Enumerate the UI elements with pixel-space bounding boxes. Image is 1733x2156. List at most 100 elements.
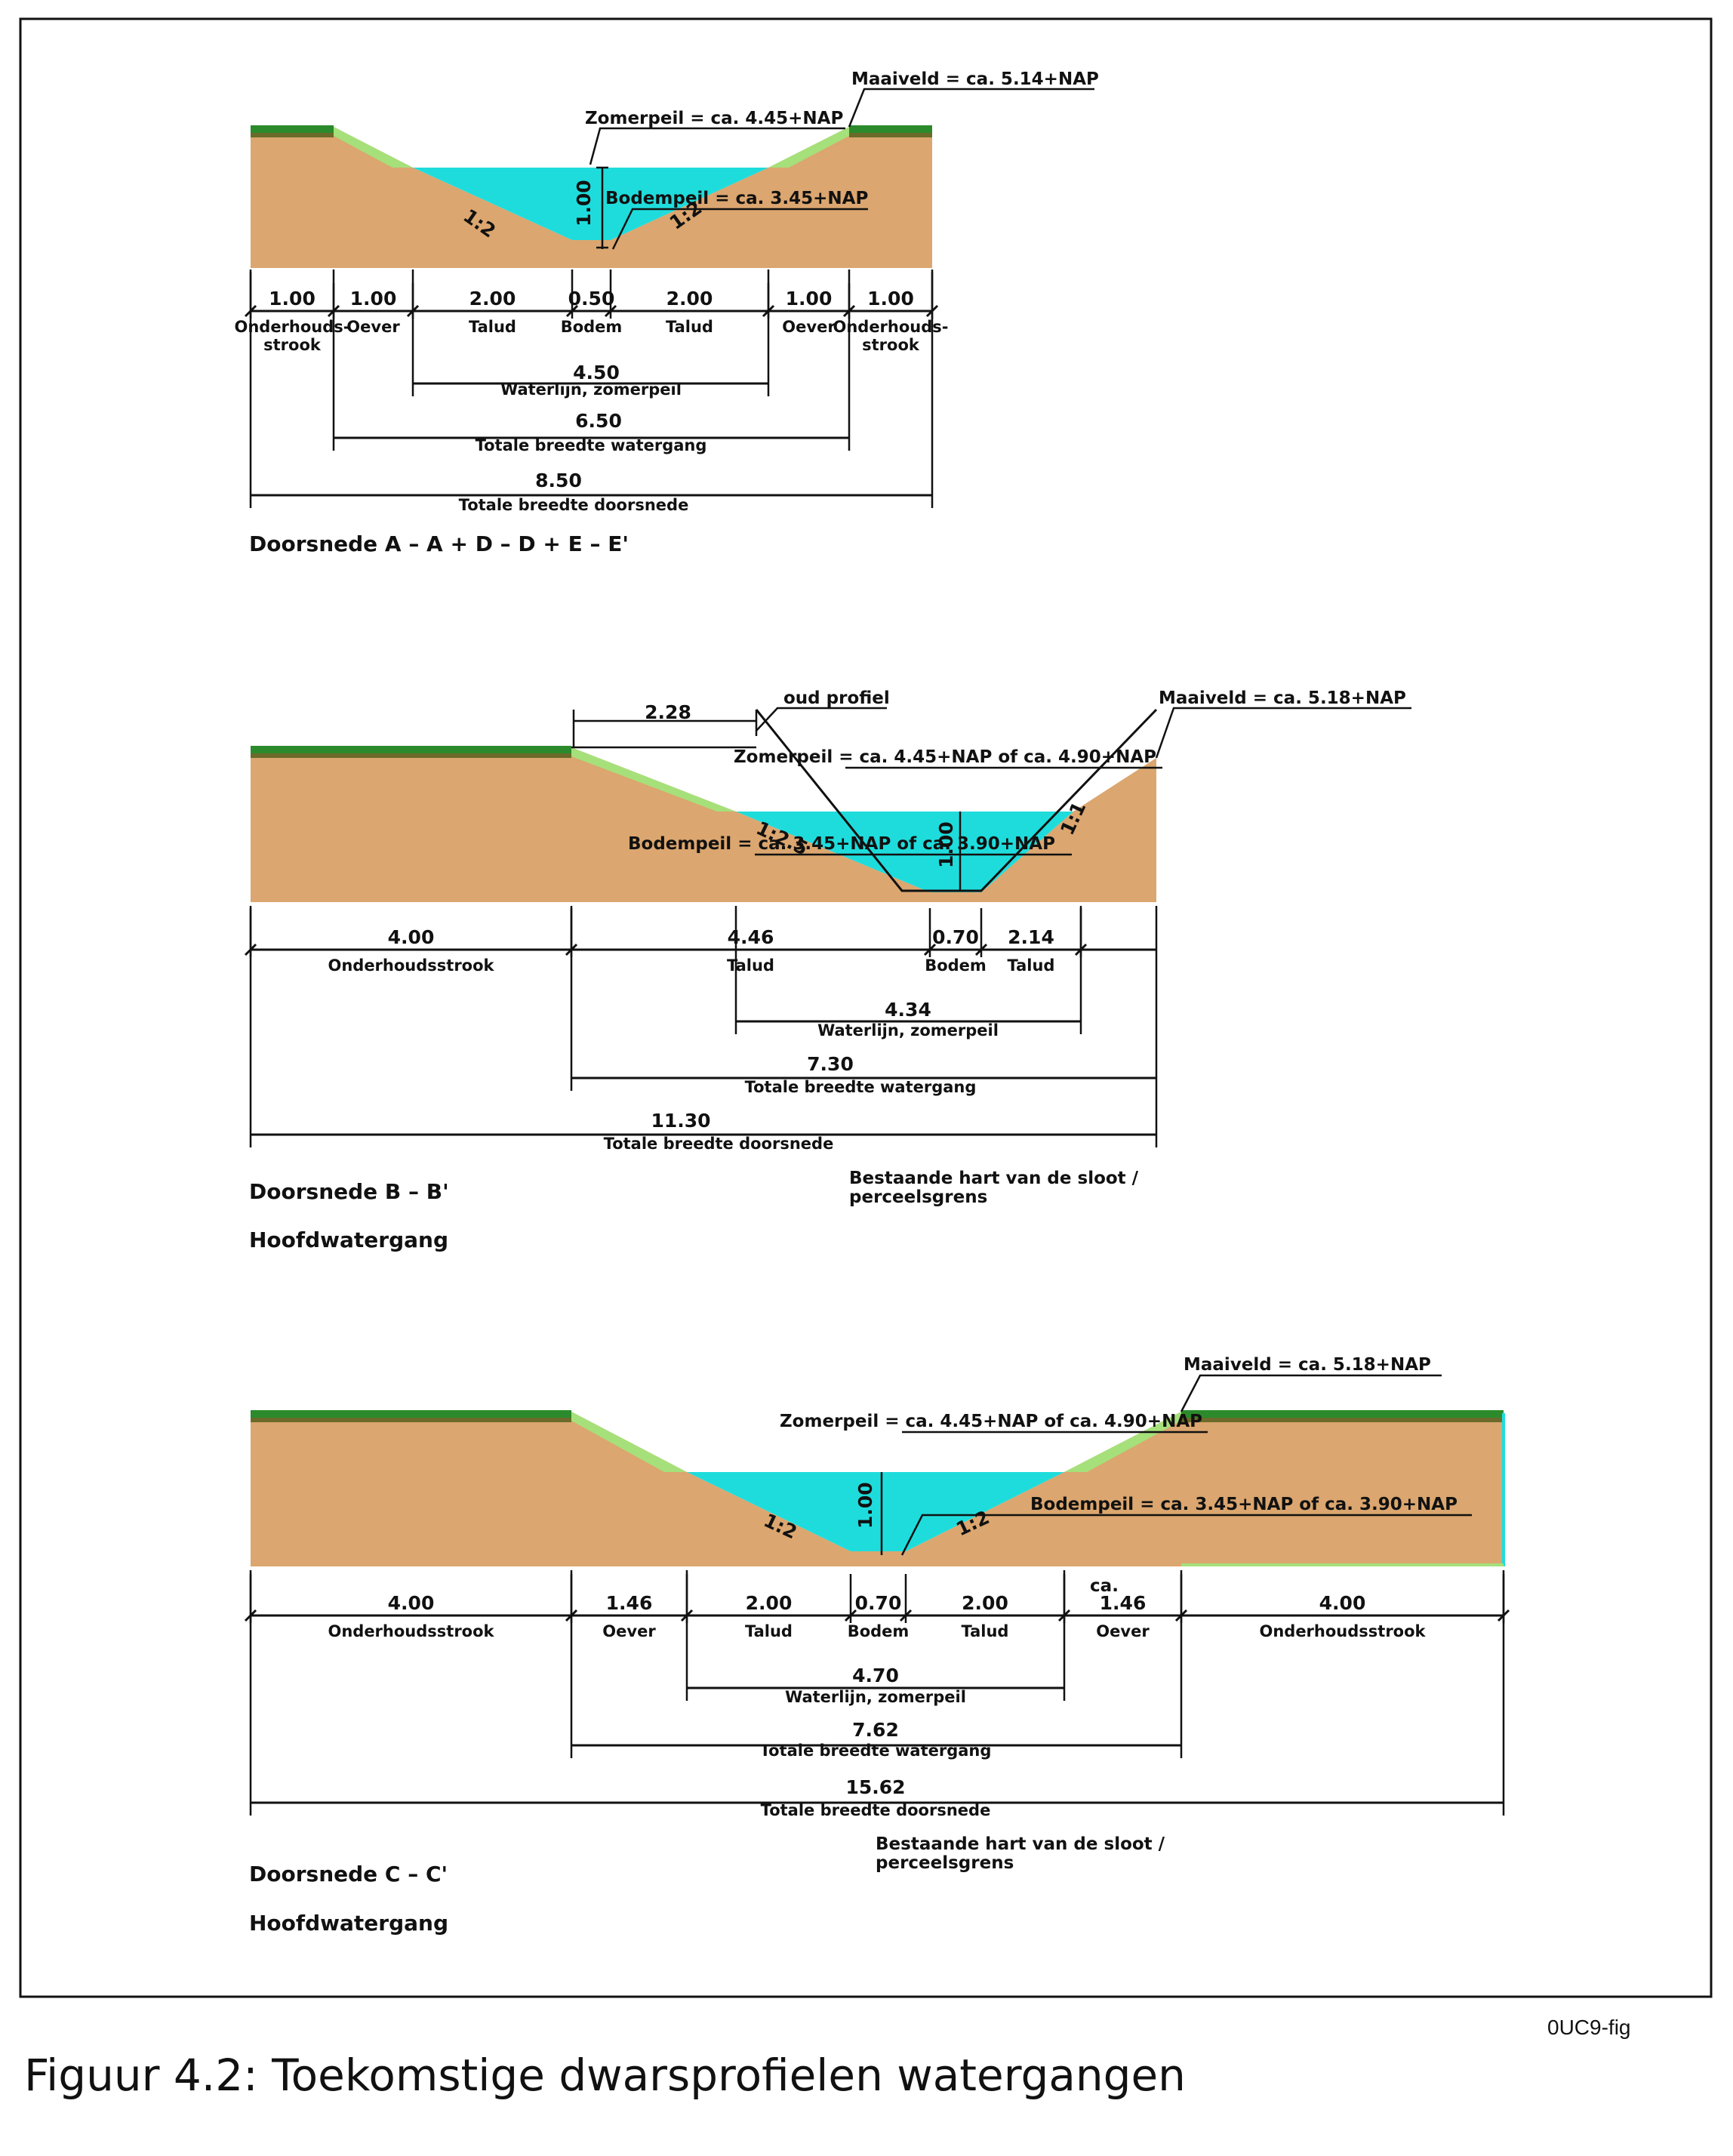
dimension-tick <box>923 943 937 956</box>
section-c: 1.00 1:2 1:2 Maaiveld = ca. 5.18+NAP Zom… <box>244 1355 1510 1936</box>
segment-value: 1.00 <box>350 288 397 310</box>
section-c-maaiveld-label: Maaiveld = ca. 5.18+NAP <box>1184 1355 1431 1375</box>
segment-name: Bodem <box>561 318 623 336</box>
segment-name: Onderhoudsstrook <box>1259 1622 1426 1640</box>
segment-name: Talud <box>666 318 713 336</box>
dimension-tick <box>565 304 579 318</box>
segment-value: 4.00 <box>1319 1592 1366 1614</box>
section-b-subtitle: Hoofdwatergang <box>249 1227 448 1252</box>
segment-name: Talud <box>962 1622 1009 1640</box>
section-c-bodempeil-label: Bodempeil = ca. 3.45+NAP of ca. 3.90+NAP <box>1030 1495 1458 1514</box>
section-b-depth-label: 1.00 <box>935 821 957 868</box>
section-b-soil <box>251 747 1156 902</box>
segment-value: 0.50 <box>568 288 615 310</box>
section-a-total-waterlijn-value: 4.50 <box>573 362 620 383</box>
section-c-water <box>687 1472 1064 1551</box>
section-b-total-doorsnede-name: Totale breedte doorsnede <box>604 1135 834 1153</box>
figure-caption: Figuur 4.2: Toekomstige dwarsprofielen w… <box>24 2050 1186 2101</box>
segment-value: 0.70 <box>855 1592 902 1614</box>
segment-name: Talud <box>469 318 516 336</box>
section-a-grass-left <box>334 127 413 168</box>
section-b-oud-offset-value: 2.28 <box>645 701 691 723</box>
segment-name: Oever <box>346 318 400 336</box>
section-b-bodempeil-label: Bodempeil = ca. 3.45+NAP of ca. 3.90+NAP <box>628 834 1055 854</box>
section-a-soil <box>251 127 932 268</box>
section-a-maaiveld-leader <box>848 88 1094 128</box>
section-c-subtitle: Hoofdwatergang <box>249 1911 448 1936</box>
section-b-grass-slope <box>571 747 736 812</box>
section-c-depth-label: 1.00 <box>854 1482 876 1529</box>
section-a-turf-left-edge <box>251 133 334 137</box>
section-c-bodempeil-leader <box>900 1514 1472 1556</box>
section-c-ca-label: ca. <box>1090 1576 1119 1596</box>
segment-name-2: strook <box>263 336 322 354</box>
segment-name: Oever <box>1096 1622 1150 1640</box>
section-a-zomerpeil-label: Zomerpeil = ca. 4.45+NAP <box>585 109 843 128</box>
section-a-total-doorsnede-value: 8.50 <box>535 470 582 491</box>
section-c-total-watergang-value: 7.62 <box>852 1719 899 1741</box>
section-b-maaiveld-label: Maaiveld = ca. 5.18+NAP <box>1159 688 1406 708</box>
segment-name: Talud <box>1008 956 1055 975</box>
segment-name: Talud <box>745 1622 793 1640</box>
dimension-tick <box>844 1609 857 1622</box>
segment-value: 1.46 <box>606 1592 653 1614</box>
section-b-total-doorsnede-value: 11.30 <box>651 1110 710 1132</box>
section-a-title: Doorsnede A – A + D – D + E – E' <box>249 531 629 556</box>
segment-name: Bodem <box>925 956 987 975</box>
section-c-total-doorsnede-value: 15.62 <box>845 1776 905 1798</box>
section-c-soil <box>251 1412 1504 1566</box>
section-c-title: Doorsnede C – C' <box>249 1862 448 1886</box>
section-c-total-waterlijn-name: Waterlijn, zomerpeil <box>785 1688 966 1706</box>
section-b-oud-profiel-label: oud profiel <box>783 688 890 708</box>
figure-code: 0UC9-fig <box>1547 2016 1631 2039</box>
segment-value: 4.00 <box>388 1592 435 1614</box>
section-b-note: Bestaande hart van de sloot / <box>849 1169 1139 1188</box>
dimension-tick <box>604 304 617 318</box>
segment-value: 4.00 <box>388 926 435 948</box>
segment-value: 1.46 <box>1100 1592 1147 1614</box>
segment-value: 1.00 <box>269 288 316 310</box>
section-a-total-doorsnede-name: Totale breedte doorsnede <box>459 496 689 514</box>
segment-name: Onderhoudsstrook <box>328 956 494 975</box>
section-c-total-waterlijn-value: 4.70 <box>852 1665 899 1686</box>
dimension-tick <box>899 1609 913 1622</box>
section-a-total-watergang-value: 6.50 <box>575 410 622 432</box>
section-c-total-doorsnede-name: Totale breedte doorsnede <box>761 1801 991 1819</box>
section-c-grass-right <box>1064 1412 1181 1472</box>
section-b-maaiveld-leader <box>1155 707 1411 759</box>
dimension-tick <box>974 943 988 956</box>
section-a-total-watergang-name: Totale breedte watergang <box>476 436 707 454</box>
segment-name: Talud <box>727 956 774 975</box>
segment-value: 2.00 <box>746 1592 793 1614</box>
section-b-title: Doorsnede B – B' <box>249 1179 449 1204</box>
section-b-turf-edge <box>251 753 571 758</box>
segment-name: Bodem <box>848 1622 910 1640</box>
segment-value: 2.14 <box>1008 926 1054 948</box>
section-b-total-watergang-value: 7.30 <box>807 1053 854 1075</box>
section-a-segment-labels: 1.00Onderhouds-strook1.00Oever2.00Talud0… <box>234 288 948 354</box>
section-a-zomerpeil-leader <box>589 127 845 165</box>
section-c-note: Bestaande hart van de sloot / <box>876 1834 1165 1854</box>
section-b: 1.00 1:2.5 1:1 2.28 oud profiel Maaiveld… <box>244 688 1411 1252</box>
section-b-water <box>736 812 1073 892</box>
segment-name: Oever <box>782 318 836 336</box>
section-b-note-2: perceelsgrens <box>849 1187 987 1207</box>
section-a-grass-right <box>768 127 849 168</box>
section-c-turf-right-edge <box>1181 1418 1504 1422</box>
segment-value: 0.70 <box>932 926 979 948</box>
section-c-zomerpeil-label: Zomerpeil = ca. 4.45+NAP of ca. 4.90+NAP <box>780 1412 1202 1431</box>
section-c-maaiveld-leader <box>1180 1374 1442 1412</box>
segment-name: Onderhouds- <box>833 318 948 336</box>
section-c-turf-left-edge <box>251 1418 571 1422</box>
segment-name-2: strook <box>862 336 920 354</box>
segment-value: 2.00 <box>469 288 516 310</box>
segment-value: 2.00 <box>666 288 713 310</box>
section-a-total-waterlijn-name: Waterlijn, zomerpeil <box>500 380 682 399</box>
section-a-depth-label: 1.00 <box>573 180 595 226</box>
segment-value: 1.00 <box>786 288 833 310</box>
section-a: 1.00 1:2 1:2 Maaiveld = ca. 5.14+NAP Zom… <box>234 69 1098 556</box>
section-b-oud-profiel-leader <box>756 707 887 732</box>
section-c-note-2: perceelsgrens <box>876 1853 1014 1873</box>
